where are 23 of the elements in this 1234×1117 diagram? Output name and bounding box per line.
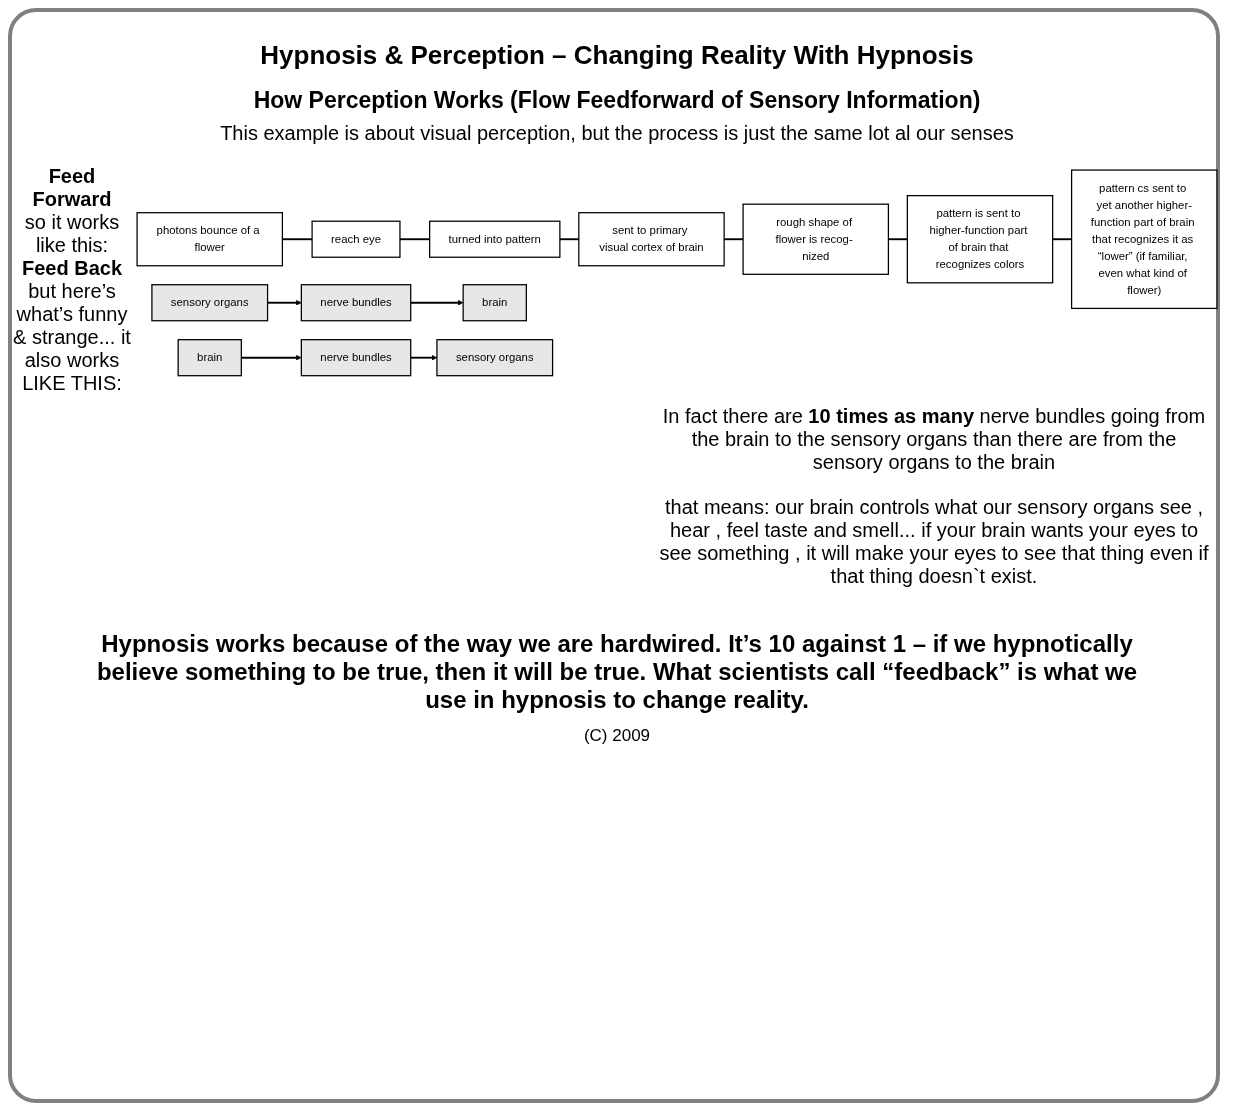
node-box: turned into pattern xyxy=(429,220,561,258)
subtitle: How Perception Works (Flow Feedforward of Sensory Information) xyxy=(252,87,982,114)
node-box: photons bounce of a flower xyxy=(136,212,283,267)
node-box: nerve bundles xyxy=(300,339,412,377)
title: Hypnosis & Perception – Changing Reality With Hypnosis xyxy=(259,40,975,71)
node-box: sensory organs xyxy=(151,284,269,322)
node-box: brain xyxy=(462,284,527,322)
node-box: sent to primary visual cortex of brain xyxy=(578,212,725,267)
node-box: pattern cs sent to yet another higher-function part of brain that recognizes it as “lower” (if familiar, even what kind of flower) xyxy=(1070,169,1218,310)
node-box: sensory organs xyxy=(436,339,554,377)
row-heading: Feed Back xyxy=(20,257,124,280)
paragraph: In fact there are 10 times as many nerve bundles going from the brain to the sensory organs than there are from the sensory organs to the brain xyxy=(661,405,1207,474)
node-box: nerve bundles xyxy=(300,284,412,322)
row-note: so it works like this: xyxy=(23,211,121,257)
node-box: rough shape of flower is recog- nized xyxy=(742,203,889,275)
paragraph: that means: our brain controls what our sensory organs see , hear , feel taste and smell... if your brain wants your eyes to see something , it will make your eyes to see that thing even if that thing doesn`t exist. xyxy=(658,496,1210,588)
intro-text: This example is about visual perception, but the process is just the same lot al our senses xyxy=(219,122,1015,145)
row-note: but here’s what’s funny & strange... it also works LIKE THIS: xyxy=(12,280,132,395)
node-box: reach eye xyxy=(311,220,401,258)
node-box: pattern is sent to higher-function part of brain that recognizes colors xyxy=(906,195,1054,284)
caption: Hypnosis works because of the way we are hardwired. It’s 10 against 1 – if we hypnotically believe something to be true, then it will be true. What scientists call “feedback” is what we use in hypnosis to change reality. xyxy=(95,630,1139,714)
node-box: brain xyxy=(177,339,242,377)
copyright-note: (C) 2009 xyxy=(582,726,652,746)
